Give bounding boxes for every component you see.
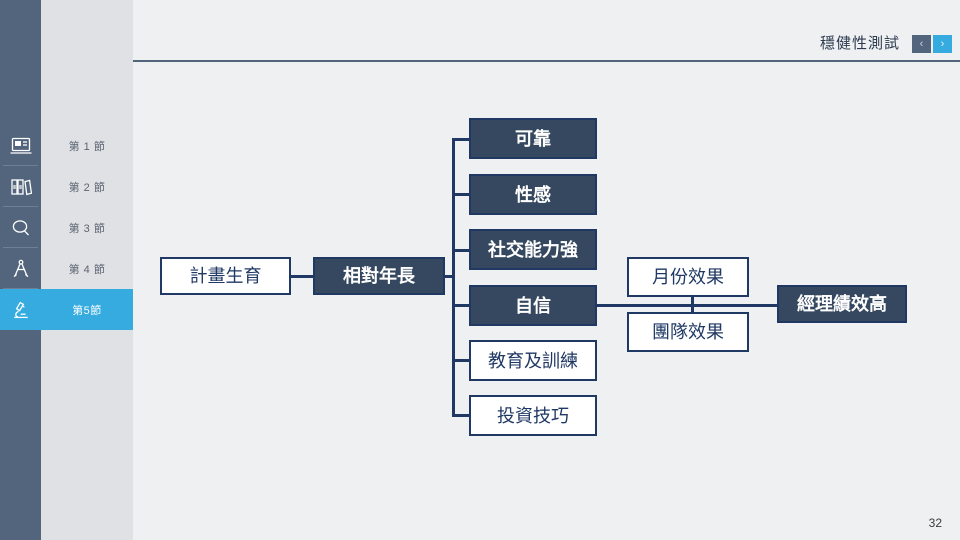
sidebar-item-label: 第5節: [72, 304, 102, 317]
sidebar-item-section-2[interactable]: 第 2 節: [41, 166, 133, 207]
node-trait-attractive[interactable]: 性感: [469, 174, 597, 215]
node-trait-reliable[interactable]: 可靠: [469, 118, 597, 159]
sidebar-item-section-4[interactable]: 第 4 節: [41, 248, 133, 289]
connector-trunk-vertical: [452, 139, 455, 417]
sidebar-item-label: 第 3 節: [68, 222, 106, 235]
connector-root-to-driver: [290, 275, 316, 278]
chevron-left-icon: ‹: [919, 37, 924, 50]
sidebar-icon-presentation-screen[interactable]: [0, 125, 41, 166]
sidebar-icon-books-binders[interactable]: [0, 166, 41, 207]
sidebar-item-label: 第 2 節: [68, 181, 106, 194]
icon-divider: [3, 206, 38, 207]
slide-navigation: ‹ ›: [912, 35, 952, 53]
node-outcome[interactable]: 經理績效高: [777, 285, 907, 323]
node-trait-confident[interactable]: 自信: [469, 285, 597, 326]
icon-divider: [3, 329, 38, 330]
connector-trait-6: [452, 414, 472, 417]
page-title: 穩健性測試: [819, 35, 900, 52]
icon-rail: [0, 0, 41, 540]
icon-divider: [3, 165, 38, 166]
icon-divider: [3, 247, 38, 248]
connector-trait-2: [452, 193, 472, 196]
node-trait-education[interactable]: 教育及訓練: [469, 340, 597, 381]
node-driver[interactable]: 相對年長: [313, 257, 445, 295]
icon-divider: [3, 288, 38, 289]
next-slide-button[interactable]: ›: [933, 35, 952, 53]
node-effect-team[interactable]: 團隊效果: [627, 312, 749, 352]
sidebar-item-section-1[interactable]: 第 1 節: [41, 125, 133, 166]
header-divider: [133, 60, 960, 62]
connector-trait-3: [452, 249, 472, 252]
sidebar-item-label: 第 1 節: [68, 140, 106, 153]
connector-trait-1: [452, 138, 472, 141]
connector-trait-5: [452, 359, 472, 362]
prev-slide-button[interactable]: ‹: [912, 35, 931, 53]
sidebar-item-section-5[interactable]: 第5節: [41, 289, 133, 330]
node-trait-social[interactable]: 社交能力強: [469, 229, 597, 270]
page-number: 32: [928, 516, 942, 530]
node-trait-investing[interactable]: 投資技巧: [469, 395, 597, 436]
node-effect-month[interactable]: 月份效果: [627, 257, 749, 297]
sidebar-icon-microscope[interactable]: [0, 289, 41, 330]
connector-driver-stub: [443, 275, 455, 278]
connector-trait-4: [452, 304, 472, 307]
node-root[interactable]: 計畫生育: [160, 257, 291, 295]
chevron-right-icon: ›: [940, 37, 945, 50]
sidebar-icon-compass-divider[interactable]: [0, 248, 41, 289]
connector-confidence-to-effects: [596, 304, 696, 307]
sidebar-icon-magnifier[interactable]: [0, 207, 41, 248]
connector-effects-to-outcome: [691, 304, 781, 307]
section-nav-rail: [41, 0, 133, 540]
sidebar-item-section-3[interactable]: 第 3 節: [41, 207, 133, 248]
sidebar-item-label: 第 4 節: [68, 263, 106, 276]
